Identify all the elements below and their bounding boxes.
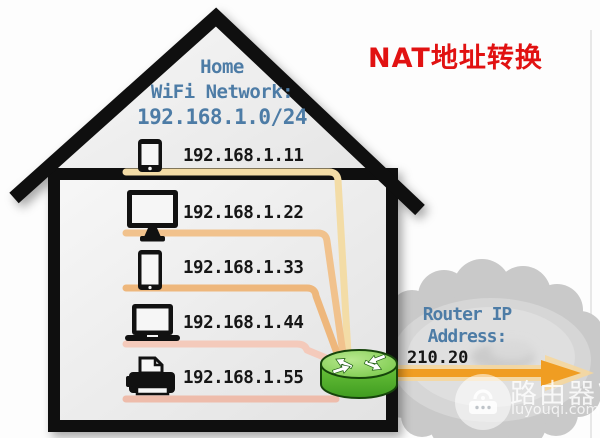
- smartphone-icon: [137, 138, 163, 173]
- watermark-domain: luyouqi.com: [511, 402, 600, 418]
- nat-arrow: [385, 355, 594, 391]
- printer-icon: [126, 355, 178, 405]
- watermark-brand: 路由器: [510, 379, 597, 410]
- tablet-icon: [137, 249, 163, 291]
- roof-band: [9, 7, 425, 216]
- cloud-label-line2: Address:: [427, 326, 508, 347]
- laptop-icon: [125, 303, 180, 342]
- public-ip: 210.20: [407, 348, 469, 368]
- watermark-badge: [455, 374, 511, 430]
- device-ip-tablet: 192.168.1.33: [183, 258, 304, 278]
- link-line-tablet: [122, 284, 342, 360]
- router-arrows: [332, 353, 387, 375]
- router-icon: [320, 349, 398, 399]
- link-line-smartphone: [122, 168, 352, 357]
- image-edge-line: [590, 30, 592, 438]
- lan-links: [122, 168, 352, 403]
- link-line-laptop: [122, 340, 335, 364]
- house-header-line2: WiFi Network:: [150, 81, 294, 103]
- device-ip-desktop: 192.168.1.22: [183, 203, 304, 223]
- device-ip-laptop: 192.168.1.44: [183, 313, 304, 333]
- blur-smudge: [471, 340, 535, 371]
- house-header-line3: 192.168.1.0/24: [136, 105, 308, 129]
- device-ip-printer: 192.168.1.55: [183, 368, 304, 388]
- house-header-line1: Home: [200, 56, 244, 78]
- cloud-label: Router IP Address:: [396, 304, 538, 348]
- cloud-label-line1: Router IP: [422, 304, 513, 325]
- link-line-desktop: [122, 229, 347, 358]
- house-outline: [9, 7, 425, 432]
- device-ip-smartphone: 192.168.1.11: [183, 146, 304, 166]
- router-logo-icon: [469, 389, 497, 414]
- desktop-monitor-icon: [126, 189, 179, 244]
- diagram-title: NAT地址转换: [368, 43, 543, 74]
